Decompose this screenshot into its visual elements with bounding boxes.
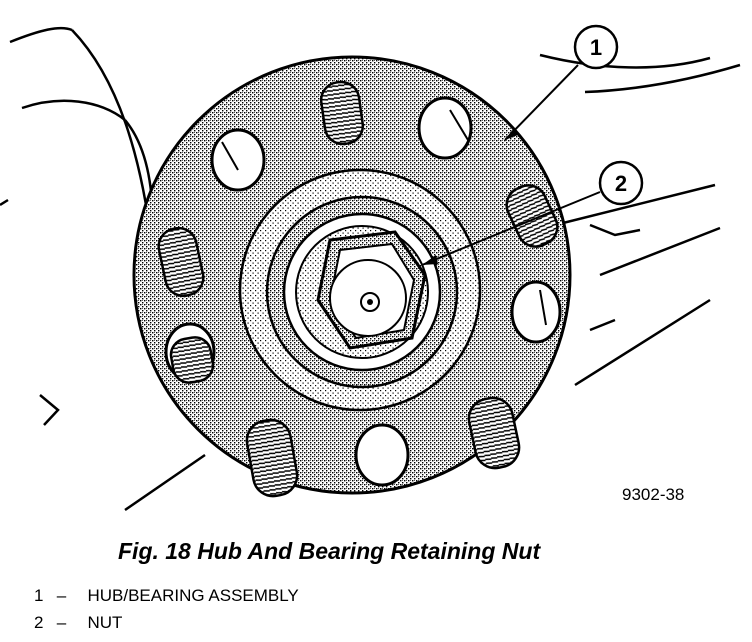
wheel-stud [245, 418, 299, 498]
callout-1: 1 [504, 24, 619, 141]
callout-2-number: 2 [615, 171, 627, 196]
figure-caption: Fig. 18 Hub And Bearing Retaining Nut [118, 538, 541, 564]
wheel-stud [157, 226, 205, 298]
background-knuckle [0, 26, 741, 512]
retaining-nut [316, 230, 427, 350]
hub-bearing-illustration: 1 2 9302-38 [0, 24, 741, 512]
legend-number: 2 [34, 613, 44, 632]
legend-number: 1 [34, 586, 44, 605]
legend-dash: – [56, 613, 67, 632]
callout-1-number: 1 [590, 35, 602, 60]
lug-hole [354, 423, 410, 487]
lug-hole [210, 128, 266, 192]
wheel-studs [157, 80, 559, 498]
wheel-stud [169, 336, 215, 384]
legend: 1 – HUB/BEARING ASSEMBLY 2 – NUT [34, 582, 299, 636]
wheel-stud [505, 184, 559, 248]
lug-hole [510, 280, 562, 344]
wheel-stud [319, 80, 365, 146]
legend-label: HUB/BEARING ASSEMBLY [87, 586, 299, 605]
legend-dash: – [56, 586, 67, 605]
legend-row: 2 – NUT [34, 609, 299, 636]
wheel-stud [467, 396, 521, 470]
lug-hole [417, 96, 473, 160]
legend-label: NUT [87, 613, 123, 632]
legend-row: 1 – HUB/BEARING ASSEMBLY [34, 582, 299, 609]
callout-2: 2 [421, 160, 644, 266]
figure-code: 9302-38 [622, 485, 684, 504]
